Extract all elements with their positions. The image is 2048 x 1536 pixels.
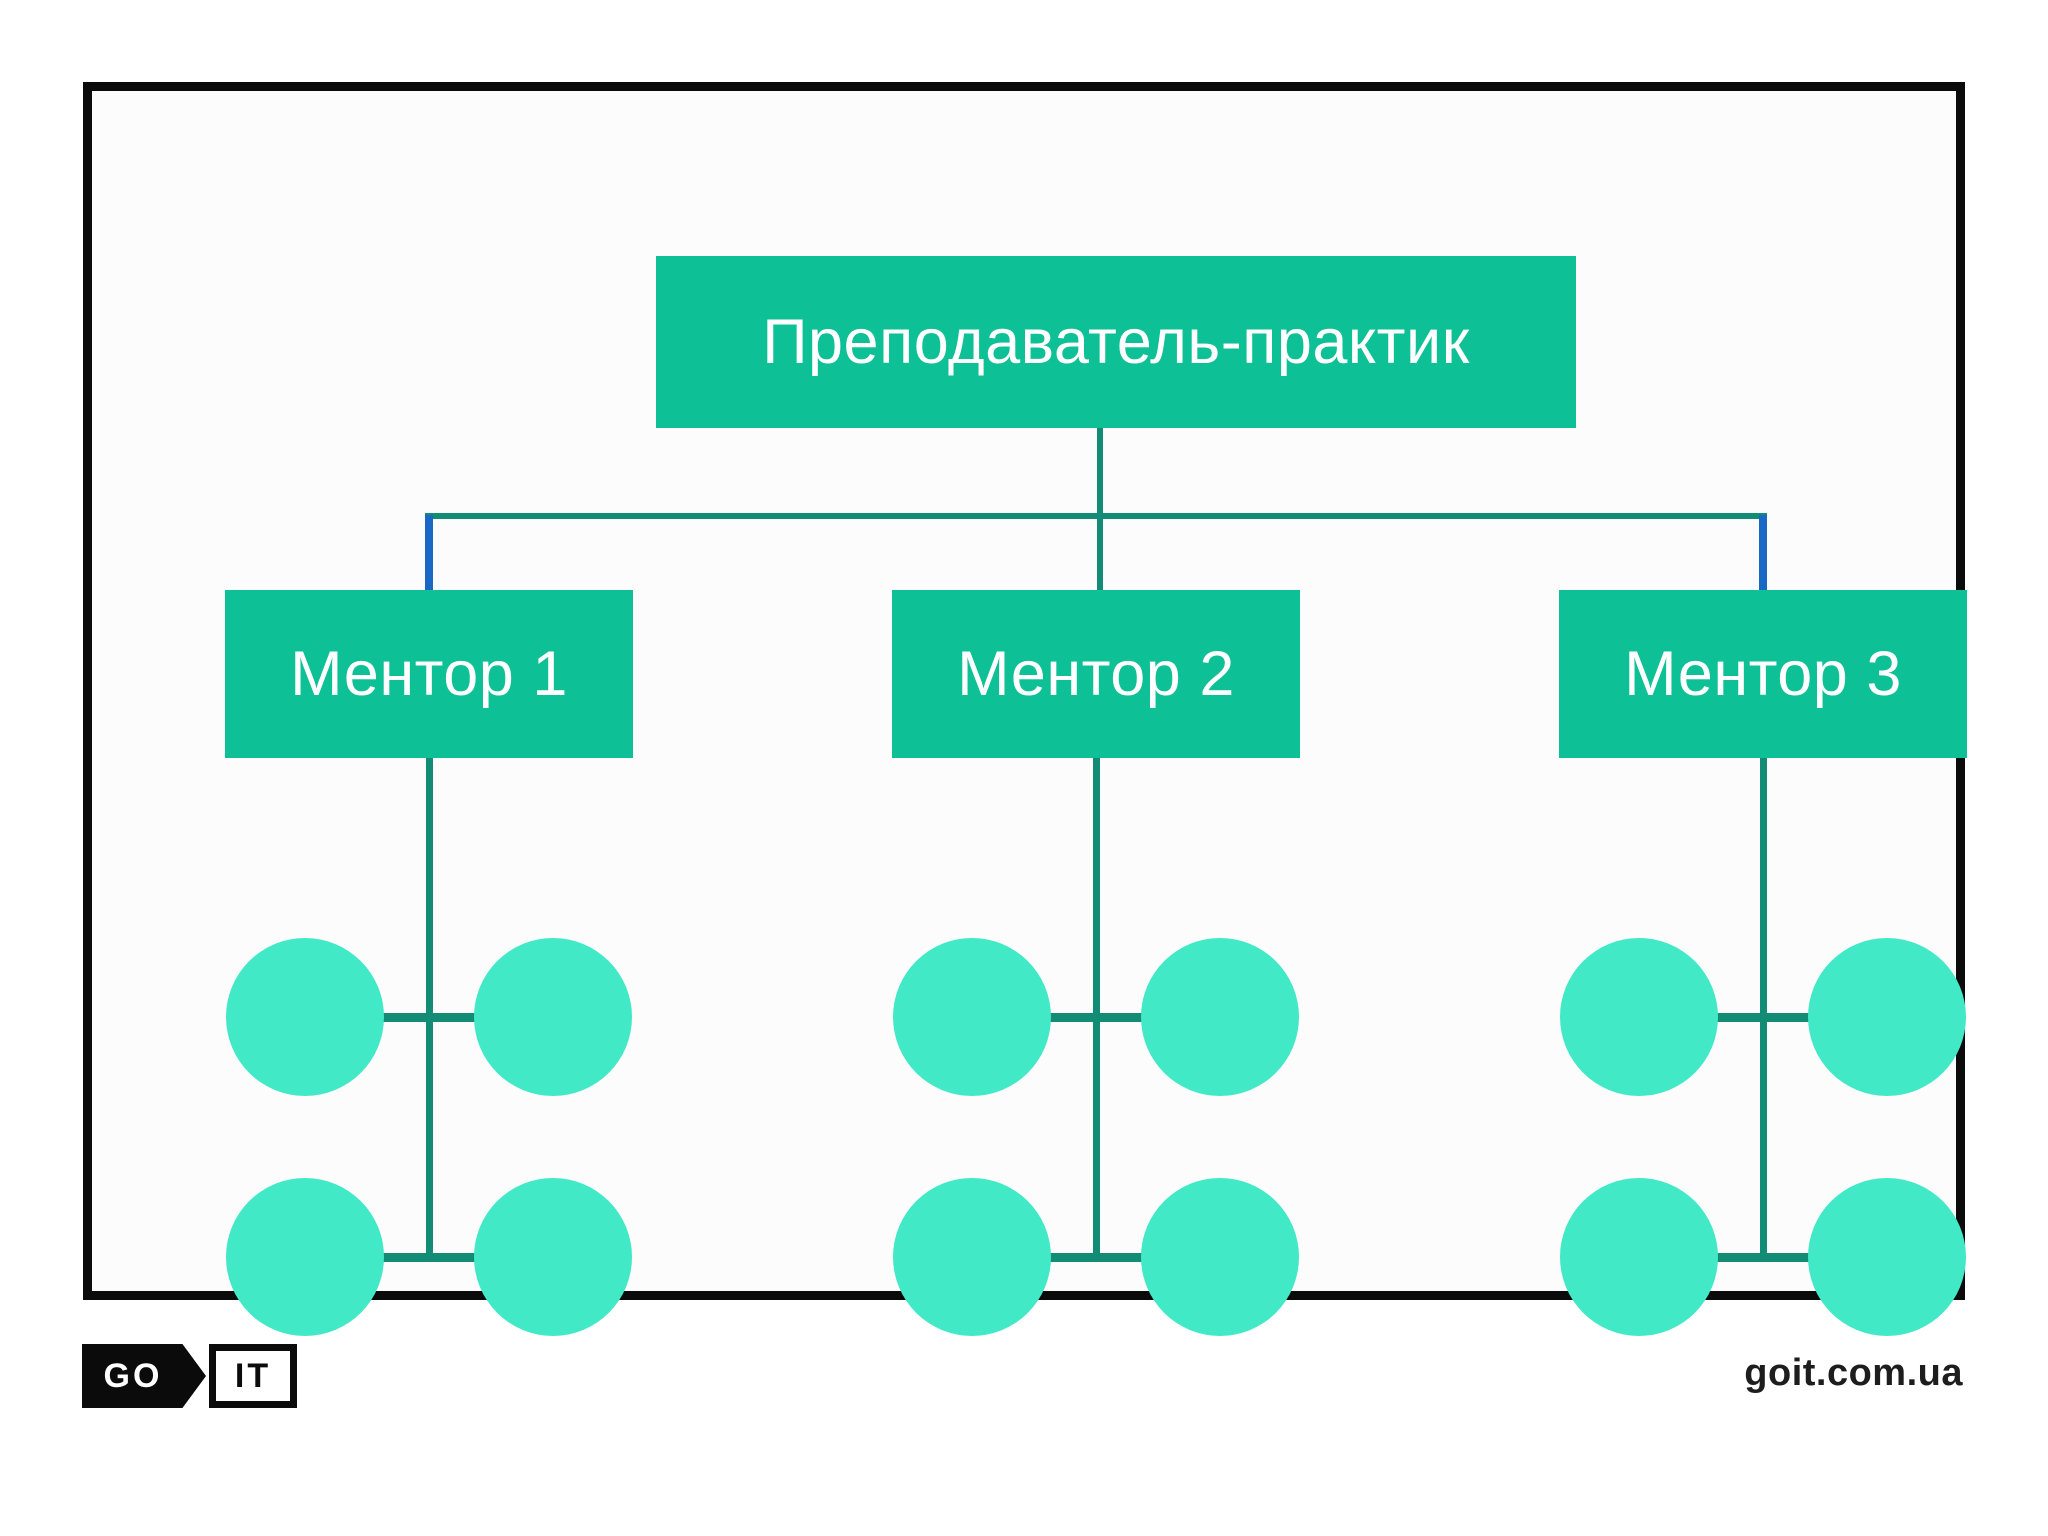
mentor-node-3: Ментор 3 (1559, 590, 1967, 758)
student-circle (474, 938, 632, 1096)
student-circle (1808, 938, 1966, 1096)
student-circle (1141, 938, 1299, 1096)
student-circle (893, 938, 1051, 1096)
root-node: Преподаватель-практик (656, 256, 1576, 428)
mentor-group-3: Ментор 3 (1559, 590, 1967, 1340)
connector-drop-mentor3 (1759, 515, 1767, 591)
student-circle (1560, 1178, 1718, 1336)
mentor-node-2: Ментор 2 (892, 590, 1300, 758)
student-circle (226, 1178, 384, 1336)
student-circle (893, 1178, 1051, 1336)
connector-students-row1 (379, 1013, 479, 1022)
mentor-node-label: Ментор 1 (290, 639, 568, 709)
root-node-label: Преподаватель-практик (762, 307, 1470, 377)
mentor-node-1: Ментор 1 (225, 590, 633, 758)
mentor-node-label: Ментор 2 (957, 639, 1235, 709)
mentor-group-2: Ментор 2 (892, 590, 1300, 1340)
mentor-node-label: Ментор 3 (1624, 639, 1902, 709)
student-circle (474, 1178, 632, 1336)
connector-horizontal-bus (425, 513, 1767, 519)
goit-logo-it-text: IT (234, 1356, 272, 1395)
student-circle (1141, 1178, 1299, 1336)
website-url: goit.com.ua (1744, 1352, 1963, 1394)
student-circle (1560, 938, 1718, 1096)
connector-mentor3-stem (1760, 750, 1767, 1262)
connector-students-row1 (1046, 1013, 1146, 1022)
connector-mentor2-stem (1093, 750, 1100, 1262)
connector-drop-mentor1 (425, 515, 433, 591)
goit-logo-go-text: GO (103, 1356, 163, 1395)
mentor-group-1: Ментор 1 (225, 590, 633, 1340)
connector-mentor1-stem (426, 750, 433, 1262)
student-circle (1808, 1178, 1966, 1336)
connector-students-row1 (1713, 1013, 1813, 1022)
connector-root-vertical (1097, 428, 1103, 591)
connector-students-row2 (1046, 1253, 1146, 1262)
goit-logo-go-badge: GO (82, 1344, 206, 1408)
student-circle (226, 938, 384, 1096)
connector-students-row2 (379, 1253, 479, 1262)
connector-students-row2 (1713, 1253, 1813, 1262)
goit-logo-it-badge: IT (209, 1344, 297, 1408)
diagram-frame: Преподаватель-практик Ментор 1 Ментор 2 (83, 82, 1967, 1336)
